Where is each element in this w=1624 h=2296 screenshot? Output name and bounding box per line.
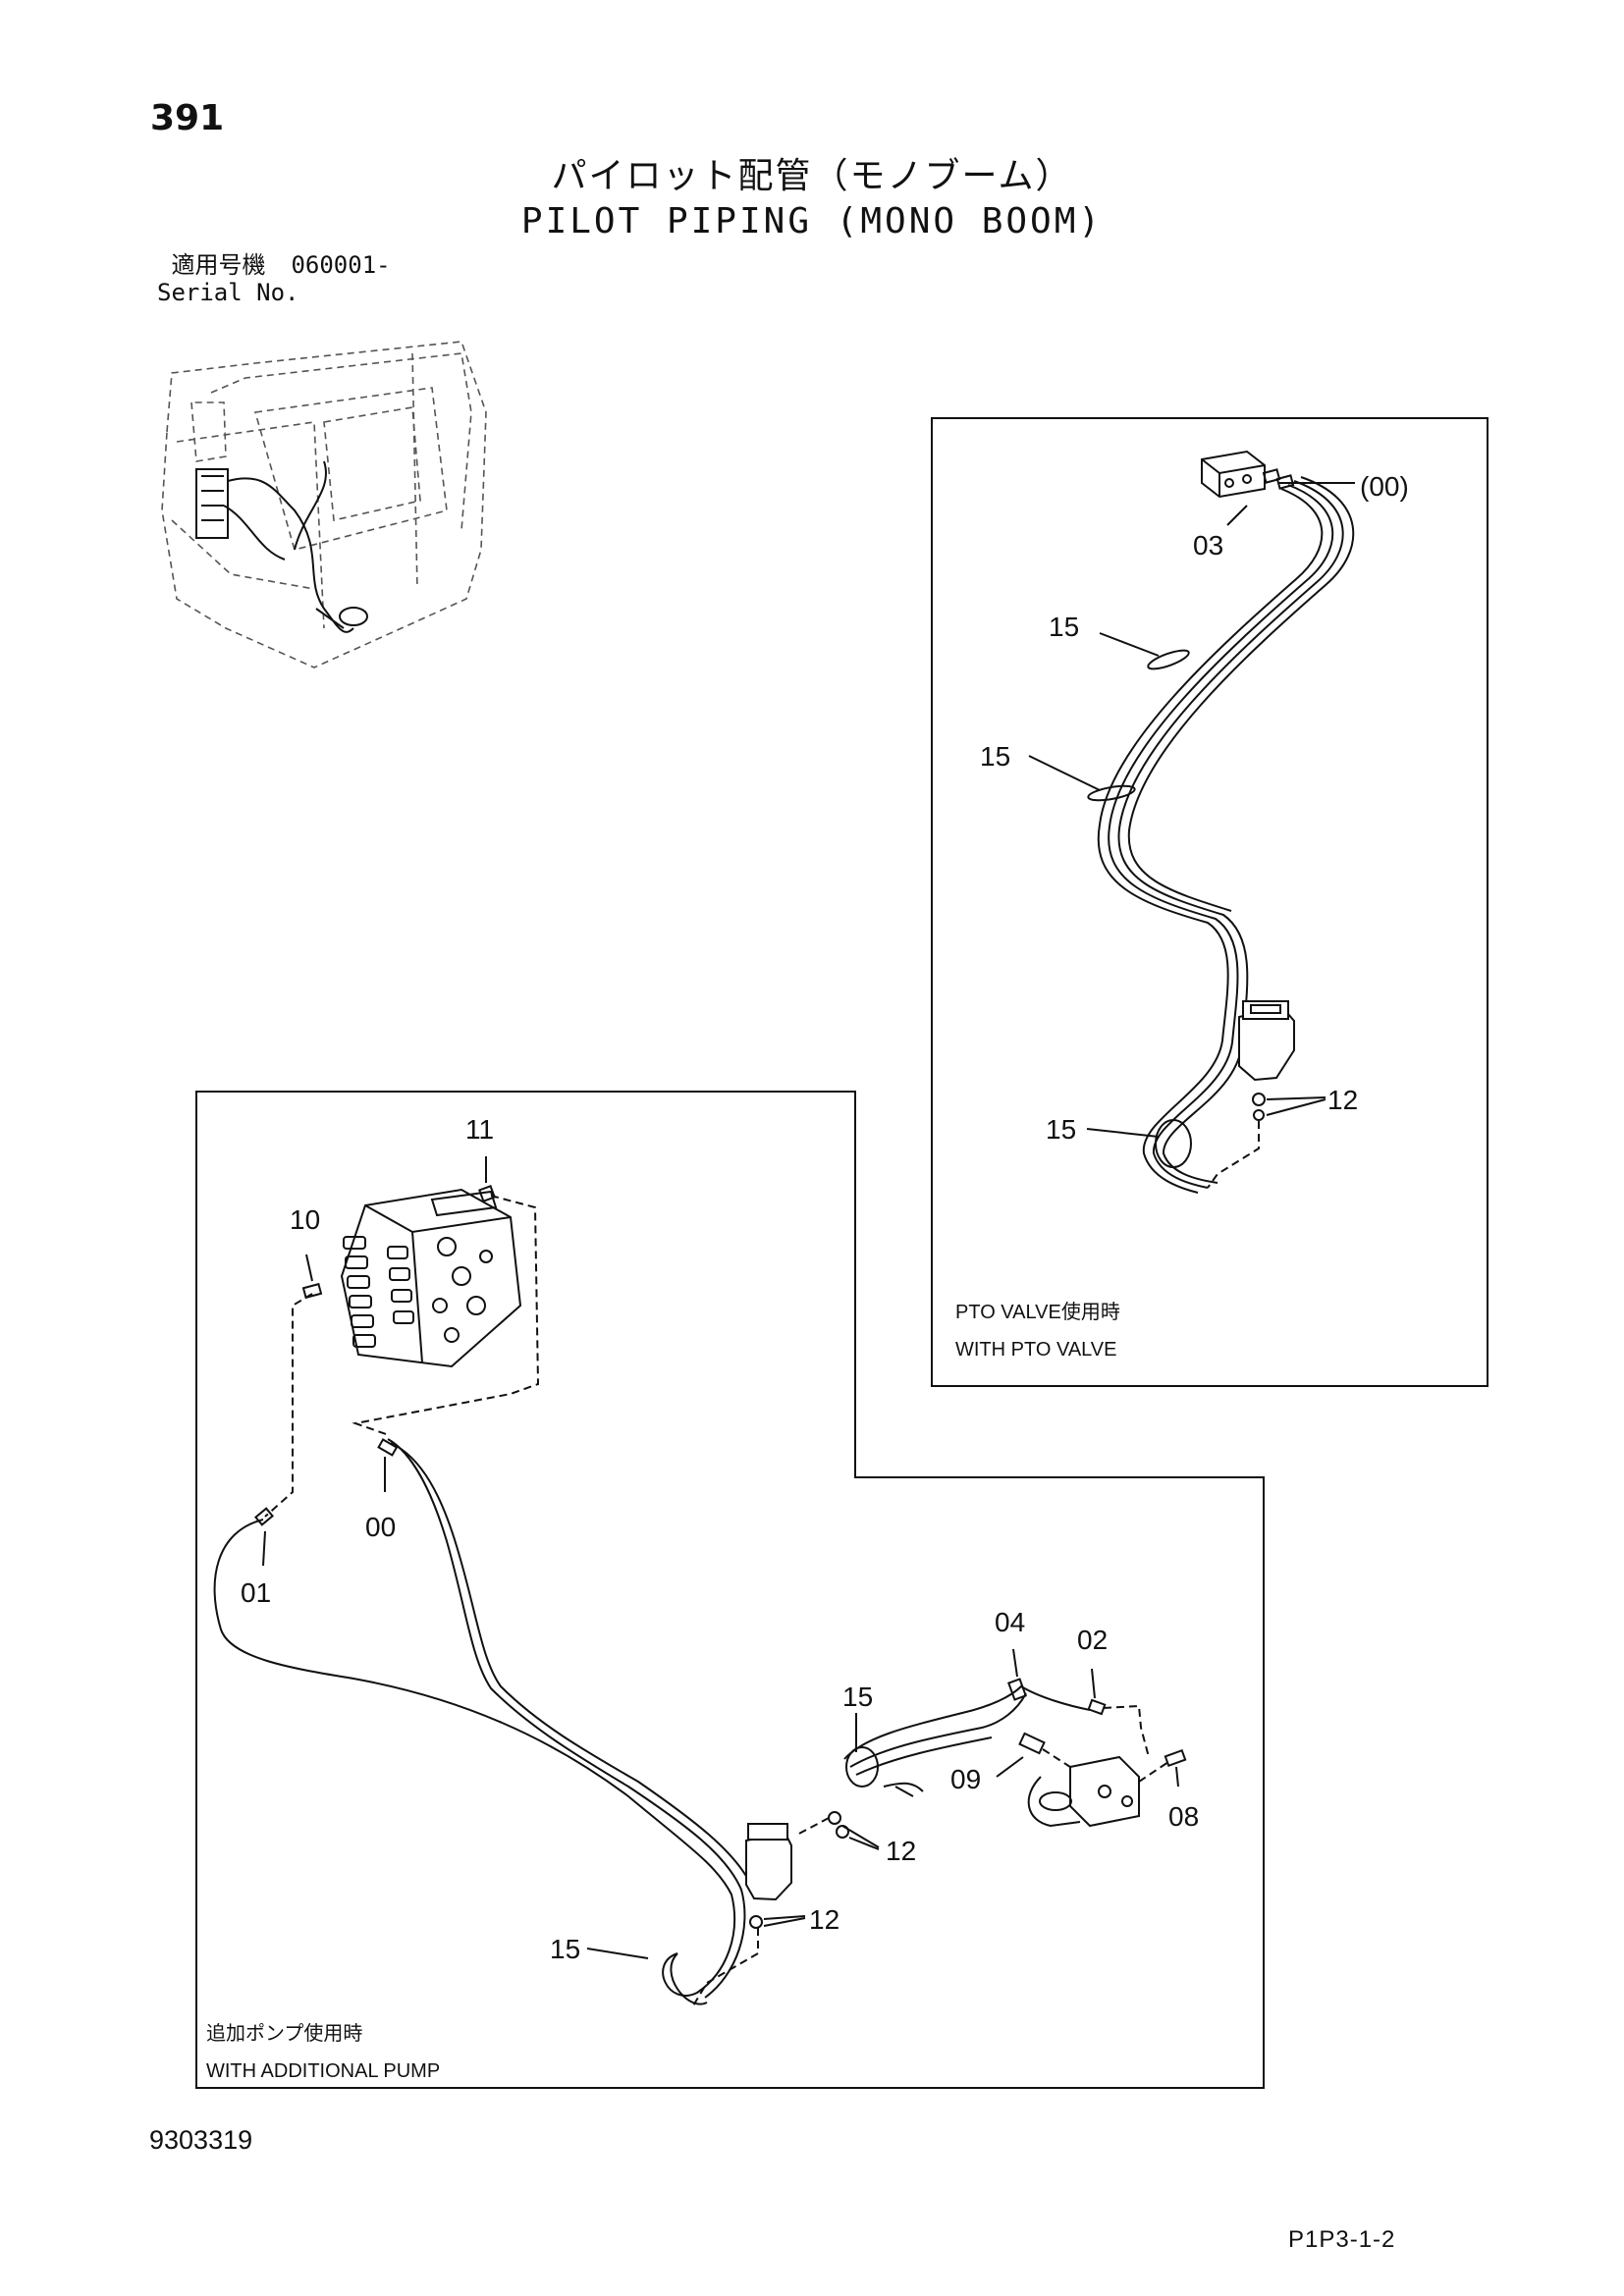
- callout-00: 00: [365, 1512, 396, 1542]
- pto-panel-callouts: (00) 03 15 15 15 12: [980, 471, 1409, 1145]
- additional-pump-note: 追加ポンプ使用時 WITH ADDITIONAL PUMP: [206, 2015, 440, 2090]
- serial-number-block: 適用号機 060001- Serial No.: [157, 251, 391, 306]
- pump-note-japanese: 追加ポンプ使用時: [206, 2023, 363, 2045]
- callout-12-pto: 12: [1327, 1085, 1358, 1115]
- additional-pump-panel-frame: [195, 1091, 1265, 2089]
- callout-04: 04: [995, 1607, 1025, 1637]
- callout-12-middle: 12: [886, 1836, 916, 1866]
- additional-pump-piping-drawing: [213, 1156, 1187, 2008]
- serial-label-japanese: 適用号機: [171, 251, 266, 279]
- cab-control-valve-sketch: [195, 460, 368, 633]
- page-title-english: PILOT PIPING (MONO BOOM): [520, 201, 1104, 241]
- callout-15-upper-pump: 15: [842, 1682, 873, 1712]
- callout-15-middle: 15: [980, 741, 1010, 772]
- callout-12-lower: 12: [809, 1904, 839, 1935]
- pto-valve-piping-drawing: [1028, 450, 1355, 1194]
- callout-00-pto: (00): [1360, 471, 1409, 502]
- serial-value: 060001-: [291, 251, 391, 279]
- pto-note-japanese: PTO VALVE使用時: [955, 1302, 1120, 1323]
- serial-label-english: Serial No.: [157, 279, 299, 306]
- page-reference: P1P3-1-2: [1288, 2226, 1396, 2253]
- page-number: 391: [150, 98, 225, 138]
- callout-01: 01: [241, 1577, 271, 1608]
- pump-note-english: WITH ADDITIONAL PUMP: [206, 2060, 441, 2082]
- callout-02: 02: [1077, 1625, 1108, 1655]
- callout-11: 11: [465, 1114, 494, 1145]
- callout-15-upper: 15: [1049, 612, 1079, 642]
- callout-10: 10: [290, 1204, 320, 1235]
- pto-note-english: WITH PTO VALVE: [955, 1339, 1117, 1361]
- callout-15-lower: 15: [1046, 1114, 1076, 1145]
- document-number: 9303319: [149, 2125, 253, 2155]
- pump-panel-callouts: 11 10 00 01 04 02 15 09 08 12 12 15: [241, 1114, 1199, 1964]
- cab-overview-illustration: [161, 341, 487, 668]
- callout-03: 03: [1193, 530, 1223, 561]
- pto-valve-panel-frame: [931, 417, 1489, 1387]
- callout-15-lower-pump: 15: [550, 1934, 580, 1964]
- callout-09: 09: [950, 1764, 981, 1794]
- callout-08: 08: [1168, 1801, 1199, 1832]
- page-title-japanese: パイロット配管（モノブーム）: [551, 156, 1073, 196]
- pto-valve-note: PTO VALVE使用時 WITH PTO VALVE: [955, 1294, 1120, 1368]
